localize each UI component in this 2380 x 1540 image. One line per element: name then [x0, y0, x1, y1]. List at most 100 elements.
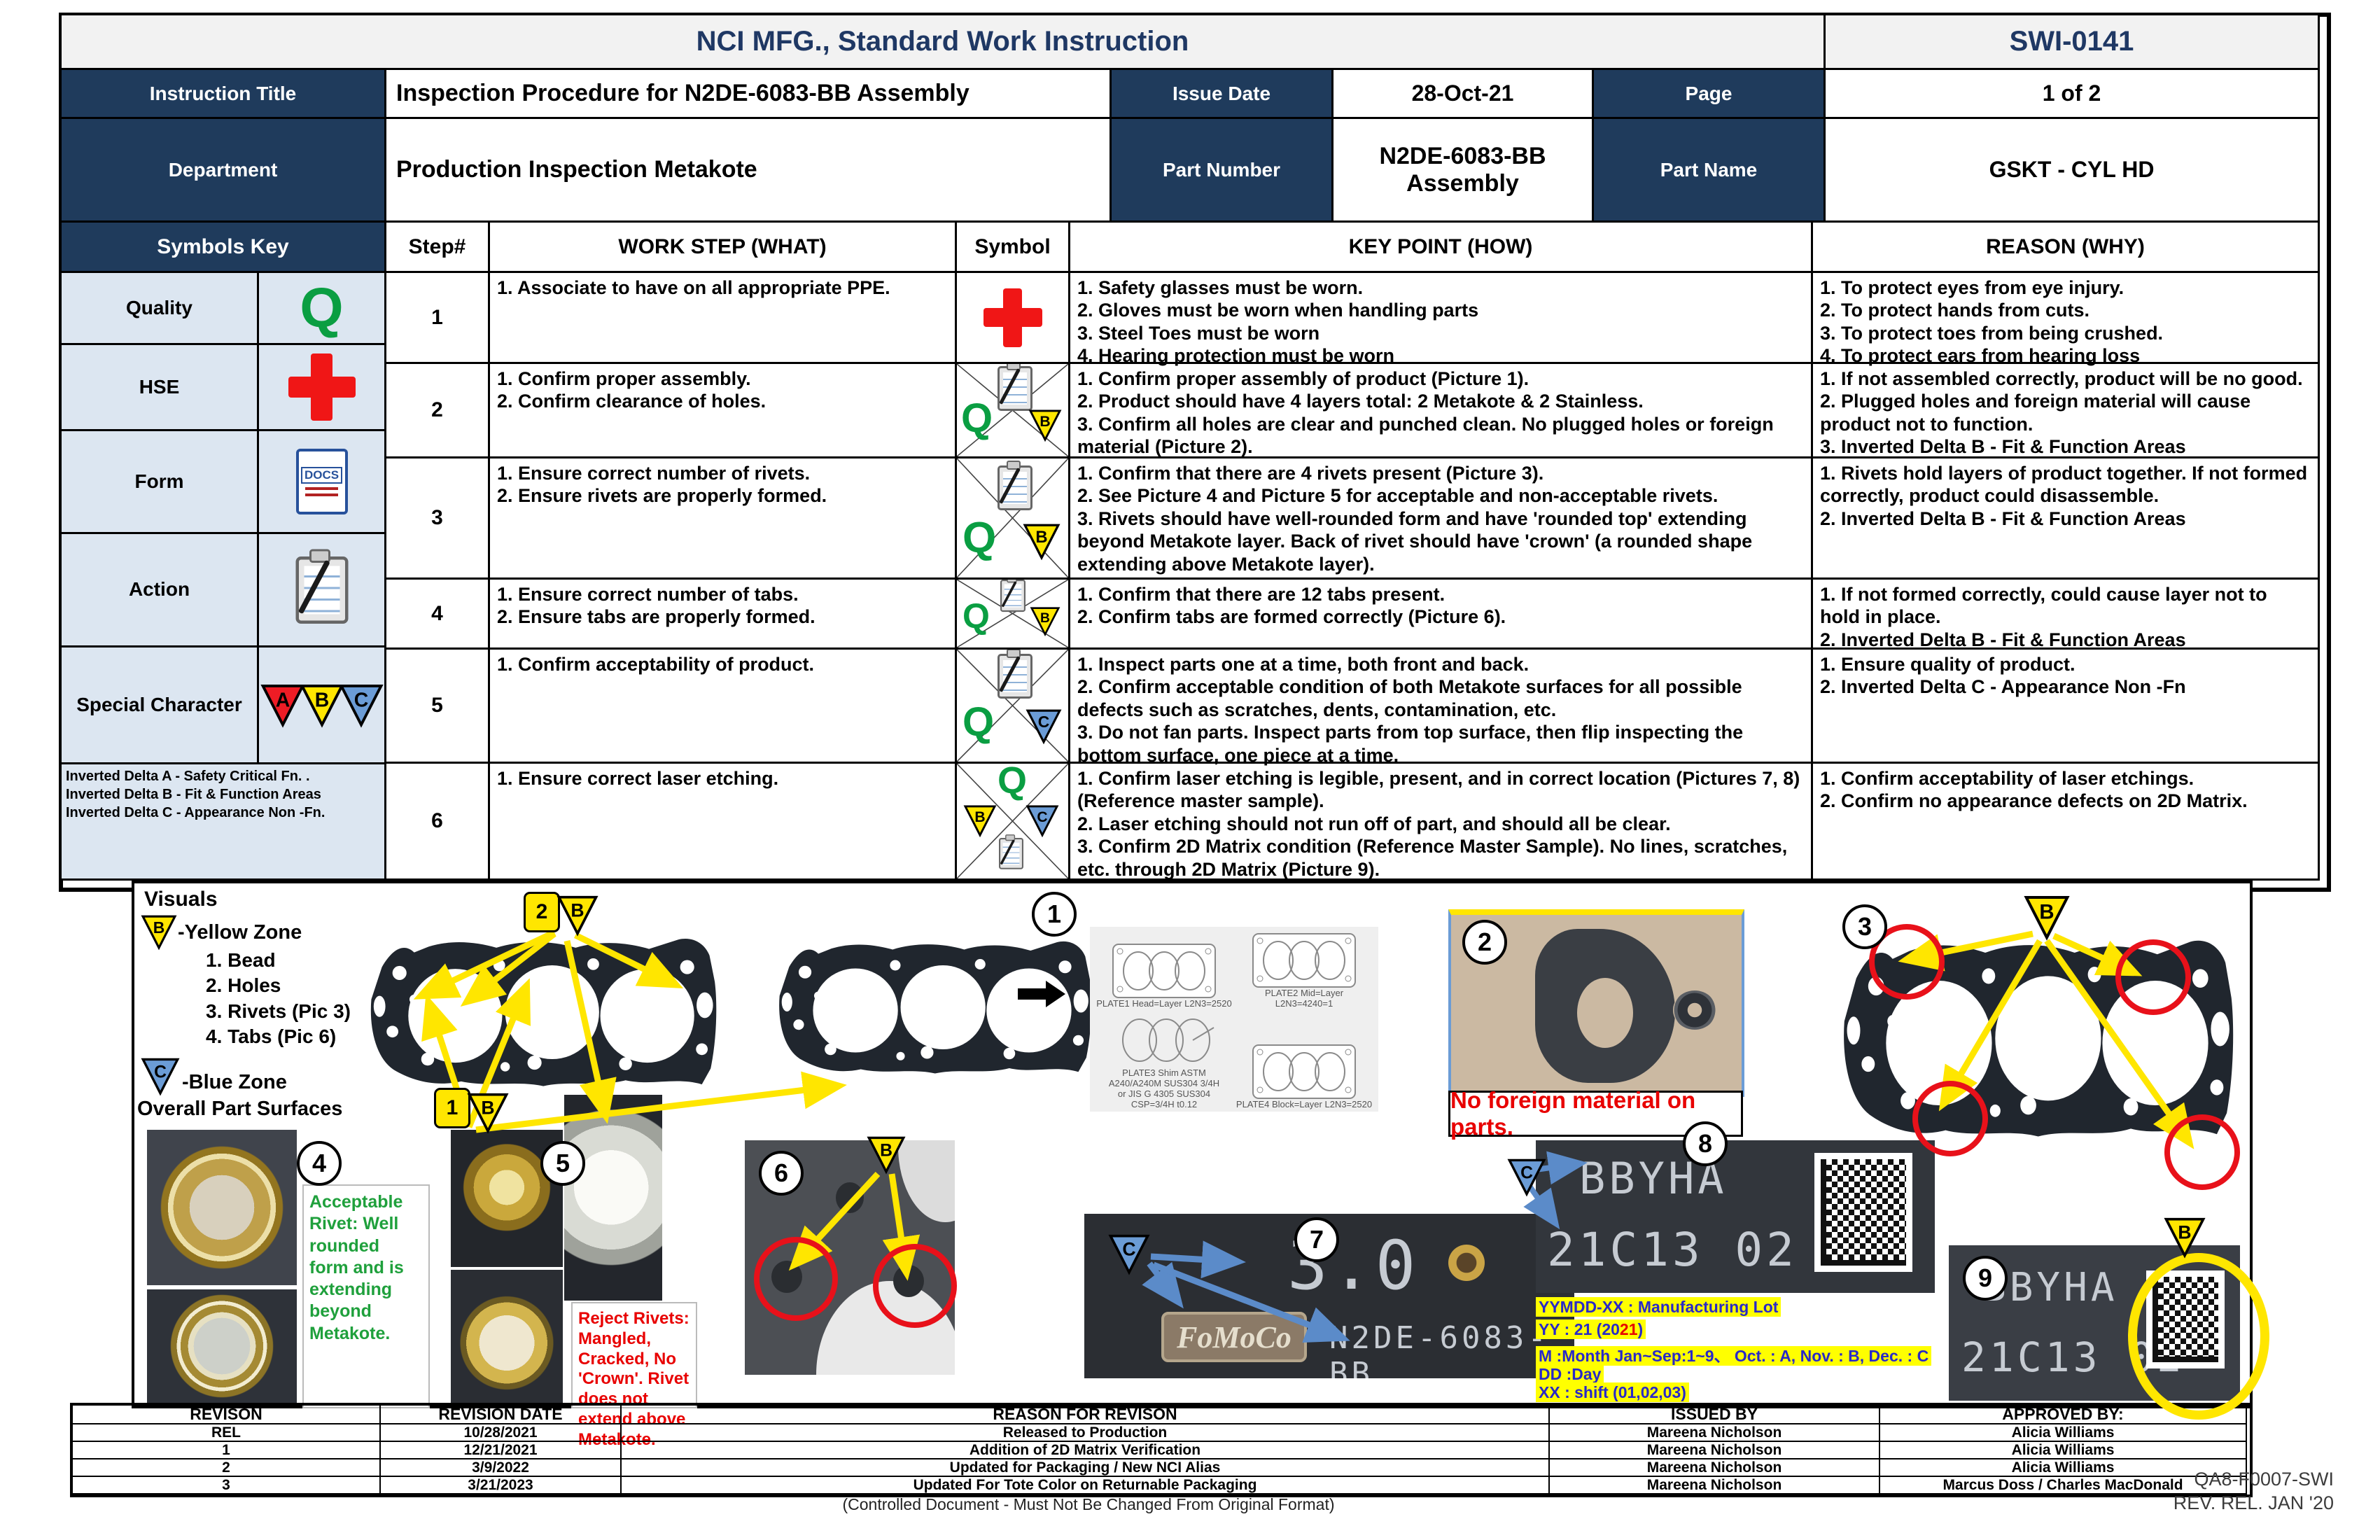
symbol-cell: Q B C	[957, 764, 1070, 881]
badge-number: 8	[1698, 1129, 1713, 1158]
lot-legend-line4: DD :Day	[1536, 1364, 1604, 1384]
reject-rivet-text: Reject Rivets: Mangled, Cracked, No 'Cro…	[578, 1309, 690, 1449]
svg-text:B: B	[1040, 414, 1050, 430]
plate1-caption: PLATE1 Head=Layer L2N3=2520	[1096, 997, 1232, 1009]
plate2-caption: PLATE2 Mid=Layer L2N3=4240=1	[1264, 988, 1344, 1009]
callout-1-text: 1	[446, 1096, 458, 1119]
revision-header: REVISON	[73, 1405, 381, 1424]
picture-8-badge: 8	[1683, 1121, 1728, 1166]
key-symbol-form: DOCS	[259, 431, 386, 534]
revision-reason-cell: Released to Production	[622, 1424, 1550, 1442]
key-label-quality: Quality	[62, 273, 259, 345]
part-name-value: GSKT - CYL HD	[1826, 119, 2320, 223]
c-triangle-icon: C	[141, 1058, 180, 1096]
work-step-cell: 1. Confirm proper assembly. 2. Confirm c…	[490, 364, 957, 458]
callout-2-text: 2	[536, 900, 548, 923]
department-label: Department	[62, 119, 386, 223]
instruction-title-label: Instruction Title	[62, 70, 386, 119]
picture-2-badge: 2	[1462, 920, 1507, 965]
picture-9-badge: 9	[1963, 1256, 2008, 1301]
revision-reason-header: REASON FOR REVISON	[622, 1405, 1550, 1424]
revision-date-cell: 12/21/2021	[381, 1442, 622, 1460]
tab-circle	[754, 1237, 838, 1321]
revision-date-cell: 3/9/2022	[381, 1460, 622, 1477]
blue-zone-sub: Overall Part Surfaces	[137, 1098, 343, 1120]
washer-shape	[1673, 990, 1716, 1030]
reject-rivet-note: Reject Rivets: Mangled, Cracked, No 'Cro…	[571, 1302, 697, 1449]
revision-date-cell: 10/28/2021	[381, 1424, 622, 1442]
step-number: 3	[386, 458, 490, 580]
badge-number: 7	[1309, 1225, 1324, 1254]
work-steps-table: 1 1. Associate to have on all appropriat…	[386, 273, 2320, 881]
svg-text:C: C	[1037, 809, 1047, 825]
svg-text:B: B	[153, 918, 165, 937]
gold-eyelet	[1448, 1245, 1485, 1281]
green-q-icon: Q	[961, 396, 993, 441]
issue-date-value: 28-Oct-21	[1334, 70, 1594, 119]
key-label-form: Form	[62, 431, 259, 534]
badge-number: 3	[1857, 912, 1872, 941]
reason-cell: 1. If not assembled correctly, product w…	[1813, 364, 2320, 458]
reject-rivet-photo-bottom	[451, 1270, 563, 1403]
key-point-cell: 1. Confirm that there are 4 rivets prese…	[1070, 458, 1813, 580]
acceptable-rivet-text: Acceptable Rivet: Well rounded form and …	[309, 1192, 404, 1343]
symbol-cell: Q B	[957, 364, 1070, 458]
picture-1-badge: 1	[1032, 892, 1077, 937]
etch-part-number: N2DE-6083-BB	[1329, 1320, 1550, 1378]
badge-number: 1	[1046, 899, 1062, 928]
key-point-cell: 1. Confirm proper assembly of product (P…	[1070, 364, 1813, 458]
green-q-icon: Q	[962, 514, 997, 562]
doc-number-cell: SWI-0141	[1826, 15, 2320, 70]
document-title: NCI MFG., Standard Work Instruction	[696, 26, 1189, 57]
symbols-key-header: Symbols Key	[62, 223, 386, 273]
part-name-label: Part Name	[1594, 119, 1826, 223]
key-symbol-quality: Q	[259, 273, 386, 345]
reason-cell: 1. If not formed correctly, could cause …	[1813, 580, 2320, 650]
svg-text:B: B	[570, 899, 584, 920]
key-point-cell: 1. Safety glasses must be worn. 2. Glove…	[1070, 273, 1813, 366]
visuals-heading: Visuals	[144, 888, 218, 911]
step-number: 5	[386, 650, 490, 764]
symbol-cell: Q C	[957, 650, 1070, 764]
form-rev-note: REV. REL. JAN '20	[2173, 1492, 2334, 1513]
svg-text:C: C	[1122, 1238, 1135, 1259]
step-header: Step#	[386, 223, 490, 273]
badge-number: 6	[774, 1158, 789, 1187]
red-cross-icon	[983, 288, 1042, 347]
issued-by-cell: Mareena Nicholson	[1550, 1442, 1880, 1460]
key-symbol-action	[259, 534, 386, 648]
acceptable-rivet-photo-top	[147, 1130, 297, 1285]
clipboard-icon	[997, 650, 1032, 699]
document-number: SWI-0141	[2009, 26, 2134, 57]
page-label: Page	[1594, 70, 1826, 119]
clipboard-icon	[997, 364, 1032, 411]
svg-text:B: B	[880, 1141, 892, 1160]
b-triangle-icon: B	[467, 1093, 509, 1134]
callout-1-label: 1	[434, 1088, 470, 1128]
no-foreign-material-text: No foreign material on parts.	[1450, 1087, 1696, 1140]
svg-text:B: B	[1040, 611, 1050, 626]
yellow-arrows-overlay	[413, 929, 847, 1133]
delta-legend: Inverted Delta A - Safety Critical Fn. .…	[62, 764, 386, 881]
work-step-cell: 1. Associate to have on all appropriate …	[490, 273, 957, 364]
reject-rivet-photo-dome	[564, 1095, 662, 1301]
approved-by-header: APPROVED BY:	[1880, 1405, 2247, 1424]
picture-5-badge: 5	[540, 1141, 585, 1186]
clipboard-icon	[997, 461, 1032, 510]
controlled-document-note: (Controlled Document - Must Not Be Chang…	[842, 1495, 1335, 1513]
key-point-cell: 1. Confirm laser etching is legible, pre…	[1070, 764, 1813, 881]
x-lines-icon	[957, 458, 1068, 578]
approved-by-cell: Alicia Williams	[1880, 1424, 2247, 1442]
approved-by-cell: Alicia Williams	[1880, 1442, 2247, 1460]
step-number: 4	[386, 580, 490, 650]
b-triangle-icon: B	[141, 915, 177, 951]
x-lines-icon	[957, 764, 1068, 878]
tab-circle	[873, 1244, 957, 1328]
acceptable-rivet-note: Acceptable Rivet: Well rounded form and …	[302, 1184, 430, 1408]
clipboard-icon	[1000, 580, 1026, 612]
blue-arrows-overlay	[1142, 1240, 1350, 1343]
black-arrow-icon	[1018, 981, 1065, 1007]
matrix-highlight-ellipse	[2128, 1253, 2269, 1420]
data-matrix-icon	[1814, 1153, 1912, 1272]
